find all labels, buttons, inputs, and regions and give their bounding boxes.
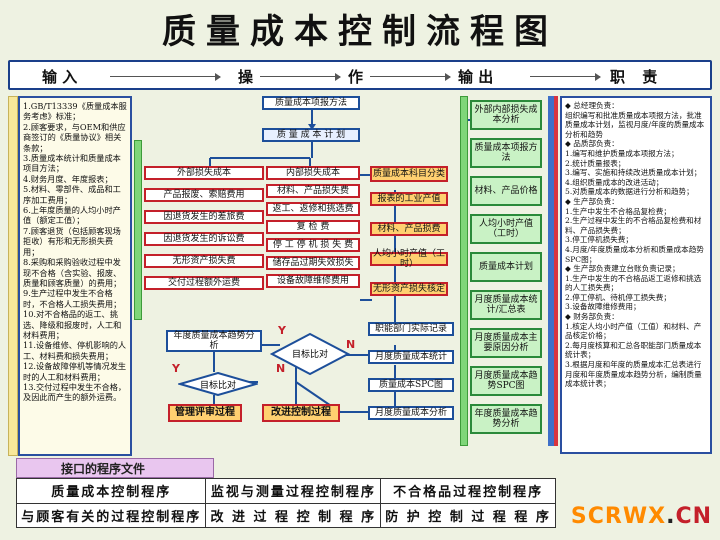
cost-subject-item: 无形资产损失核定 (370, 282, 448, 296)
input-panel: 1.GB/T13339《质量成本服务考虑》标准； 2.顾客要求，与OEM和供应商… (18, 96, 132, 456)
output-column: 外部内部损失成本分析质量成本项报方法材料、产品价格人均小时产值（工时） 质量成本计… (470, 100, 542, 450)
diamond-label-1: 目标比对 (291, 350, 328, 360)
duty-blue-bar (548, 96, 554, 446)
spc-box: 质量成本SPC图 (368, 378, 454, 392)
input-connector-bar (134, 140, 142, 320)
site-logo: SCRWX.CN (571, 504, 712, 529)
cost-subject-item: 材料、产品损费 (370, 222, 448, 236)
output-item: 人均小时产值（工时） (470, 214, 542, 244)
header-operation-1: 操 (238, 68, 254, 86)
left-strip (8, 96, 18, 456)
yes-label-2: Y (172, 362, 180, 375)
improve-control-box: 改进控制过程 (262, 404, 340, 422)
logo-part-b: . (666, 504, 676, 529)
procedure-cell: 不合格品过程控制程序 (380, 478, 556, 504)
output-item: 材料、产品价格 (470, 176, 542, 206)
table-row: 与顾客有关的过程控制程序 改 进 过 程 控 制 程 序 防 护 控 制 过 程… (15, 502, 556, 528)
internal-loss-item: 停 工 停 机 损 失 费 (266, 238, 360, 252)
output-item: 年度质量成本趋势分析 (470, 404, 542, 434)
yes-label-1: Y (278, 324, 286, 337)
trend-box: 年度质量成本趋势分析 (166, 330, 262, 352)
target-compare-diamond-1: 目标比对 (269, 332, 351, 376)
external-loss-item: 因退货发生的诉讼费 (144, 232, 264, 246)
logo-part-c: CN (675, 504, 712, 529)
output-item: 月度质量成本趋势SPC图 (470, 366, 542, 396)
internal-loss-item: 储存品过期失效损失 (266, 256, 360, 270)
cost-subject-item: 人均小时产值（工时） (370, 249, 448, 269)
logo-part-a: SCRWX (570, 504, 667, 529)
interface-legend: 接口的程序文件 (16, 458, 214, 478)
arrow-icon (370, 73, 451, 81)
procedure-cell: 与顾客有关的过程控制程序 (15, 502, 207, 528)
dept-record-box: 职能部门实际记录 (368, 322, 454, 336)
sub-items-column: 报表的工业产值材料、产品损费人均小时产值（工时） 无形资产损失核定 (370, 192, 448, 312)
external-loss-item: 外部损失成本 (144, 166, 264, 180)
procedure-cell: 质量成本控制程序 (15, 478, 207, 504)
duty-text: ◆ 总经理负责： 组织编写和批准质量成本项报方法，批准质量成本计划，监视月度/年… (565, 101, 705, 389)
output-item: 质量成本计划 (470, 252, 542, 282)
internal-loss-column: 内部损失成本材料、产品损失费返工、返修和挑选费复 检 费停 工 停 机 损 失 … (266, 166, 360, 306)
duty-panel: ◆ 总经理负责： 组织编写和批准质量成本项报方法，批准质量成本计划，监视月度/年… (560, 96, 712, 454)
procedure-cell: 监视与测量过程控制程序 (205, 478, 382, 504)
procedure-cell: 改 进 过 程 控 制 程 序 (205, 502, 382, 528)
target-compare-diamond-2: 目标比对 (176, 371, 260, 397)
no-label-2: N (276, 362, 286, 375)
output-item: 月度质量成本统计/汇总表 (470, 290, 542, 320)
output-item: 质量成本项报方法 (470, 138, 542, 168)
flow-method-box: 质量成本项报方法 (262, 96, 360, 110)
header-output: 输 出 (458, 68, 494, 86)
internal-loss-item: 材料、产品损失费 (266, 184, 360, 198)
external-loss-item: 无形资产损失费 (144, 254, 264, 268)
internal-loss-item: 设备故障维修费用 (266, 274, 360, 288)
header-operation-2: 作 (348, 68, 364, 86)
header-input: 输 入 (42, 68, 78, 86)
table-row: 质量成本控制程序 监视与测量过程控制程序 不合格品过程控制程序 (15, 478, 556, 504)
procedure-table: 质量成本控制程序 监视与测量过程控制程序 不合格品过程控制程序 与顾客有关的过程… (15, 478, 556, 528)
monthly-analysis-box: 月度质量成本分析 (368, 406, 454, 420)
diamond-label-2: 目标比对 (199, 381, 236, 391)
external-loss-item: 因退货发生的差旅费 (144, 210, 264, 224)
flow-plan-box: 质 量 成 本 计 划 (262, 128, 360, 142)
arrow-icon (110, 73, 221, 81)
header-bar: 输 入 操 作 输 出 职 责 (8, 60, 712, 90)
mgmt-review-box: 管理评审过程 (168, 404, 242, 422)
monthly-stat-box: 月度质量成本统计 (368, 350, 454, 364)
cost-subject-item: 报表的工业产值 (370, 192, 448, 206)
output-item: 外部内部损失成本分析 (470, 100, 542, 130)
no-label-1: N (346, 338, 356, 351)
page-title: 质量成本控制流程图 (162, 12, 558, 52)
output-item: 月度质量成本主要原因分析 (470, 328, 542, 358)
external-loss-item: 交付过程额外运费 (144, 276, 264, 290)
internal-loss-item: 内部损失成本 (266, 166, 360, 180)
duty-red-bar (554, 96, 558, 446)
external-loss-column: 外部损失成本产品报废、索赔费用因退货发生的差旅费因退货发生的诉讼费无形资产损失费… (144, 166, 264, 306)
input-text: 1.GB/T13339《质量成本服务考虑》标准； 2.顾客要求，与OEM和供应商… (23, 101, 127, 403)
flow-target-box: 质量成本科目分类 (370, 166, 448, 182)
external-loss-item: 产品报废、索赔费用 (144, 188, 264, 202)
header-duty: 职 责 (610, 68, 664, 86)
procedure-cell: 防 护 控 制 过 程 程 序 (380, 502, 556, 528)
output-connector-bar (460, 96, 468, 446)
arrow-icon (530, 73, 601, 81)
internal-loss-item: 复 检 费 (266, 220, 360, 234)
arrow-icon (260, 73, 341, 81)
internal-loss-item: 返工、返修和挑选费 (266, 202, 360, 216)
